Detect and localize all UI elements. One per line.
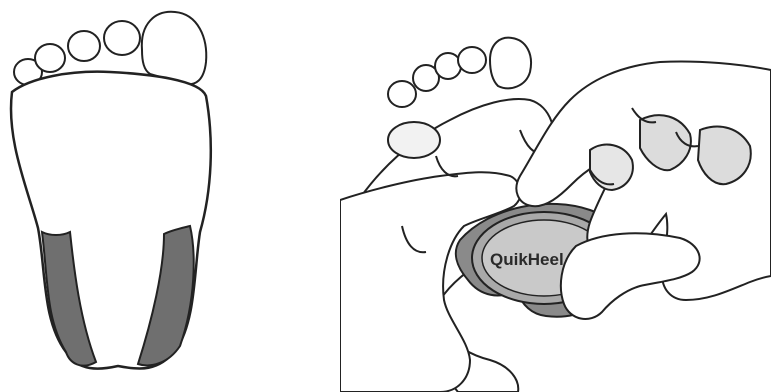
third-toe	[68, 31, 100, 61]
infant-toe-4	[458, 47, 486, 73]
device-application-drawing: QuikHeel	[340, 0, 771, 392]
foot-sole-panel	[0, 0, 230, 392]
device-application-panel: QuikHeel	[340, 0, 771, 392]
infant-big-toe	[490, 38, 531, 89]
infant-toe-3	[435, 53, 461, 79]
second-toe	[104, 21, 140, 55]
knuckle-shade-3	[590, 145, 633, 190]
fourth-toe	[35, 44, 65, 72]
big-toe	[142, 12, 206, 85]
infant-sole-toes	[388, 122, 440, 158]
foot-sole-drawing	[0, 0, 230, 392]
thumb	[561, 233, 700, 319]
infant-toe-1	[388, 81, 416, 107]
device-label: QuikHeel	[490, 250, 564, 269]
